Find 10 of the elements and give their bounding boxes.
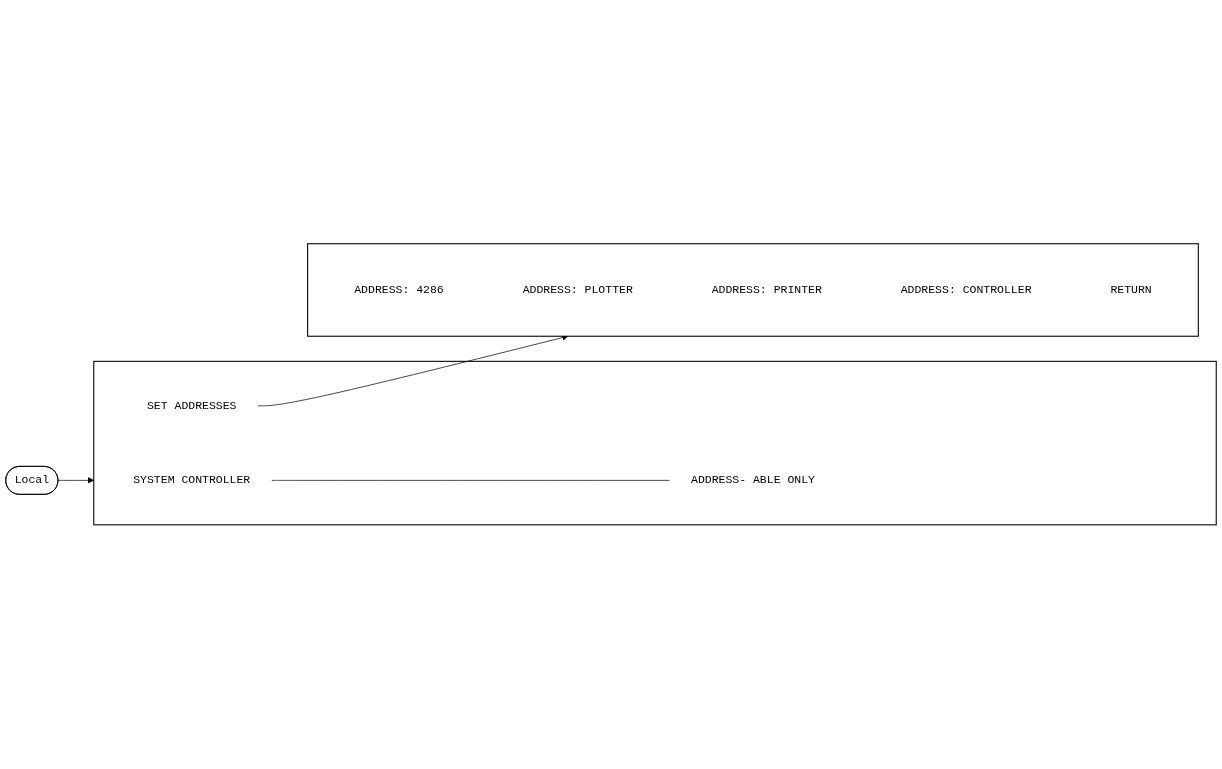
node-text: SET ADDRESSES bbox=[146, 399, 237, 413]
node-text: ADDRESS: CONTROLLER bbox=[900, 283, 1032, 297]
node-text: ADDRESS- ABLE ONLY bbox=[691, 474, 815, 488]
cluster bbox=[93, 361, 1217, 526]
node-text: RETURN bbox=[1110, 283, 1152, 297]
node-text: ADDRESS: PLOTTER bbox=[522, 283, 633, 297]
node-text: ADDRESS: PRINTER bbox=[711, 283, 822, 297]
node-text: ADDRESS: 4286 bbox=[354, 283, 444, 297]
cluster bbox=[307, 243, 1199, 337]
node-text: SYSTEM CONTROLLER bbox=[133, 474, 251, 488]
